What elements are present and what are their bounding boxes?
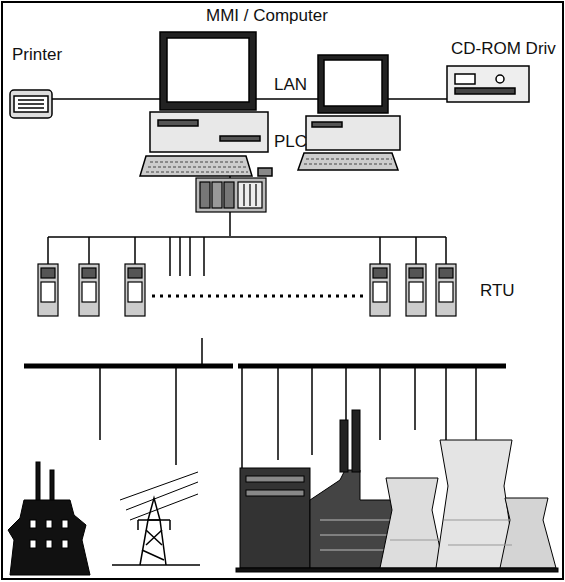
label-text: MMI / Computer: [206, 7, 328, 26]
computer-icon: [298, 55, 400, 170]
label-text: RTU: [480, 282, 515, 301]
thermal-plant-icon: [236, 410, 558, 572]
label-text: CD-ROM Driv: [451, 40, 556, 59]
power-plant-icon: [8, 462, 90, 575]
label-text: PLC: [274, 133, 307, 152]
rtu-cabinets: [38, 264, 456, 316]
printer-icon: [10, 90, 52, 118]
power-busbars: [24, 338, 506, 468]
label-text: LAN: [274, 76, 307, 95]
computer-icon: [140, 32, 272, 176]
label-text: Printer: [12, 46, 62, 65]
plc-rack: [196, 178, 266, 212]
transmission-tower-icon: [112, 472, 200, 565]
cdrom-drive-icon: [447, 66, 529, 102]
